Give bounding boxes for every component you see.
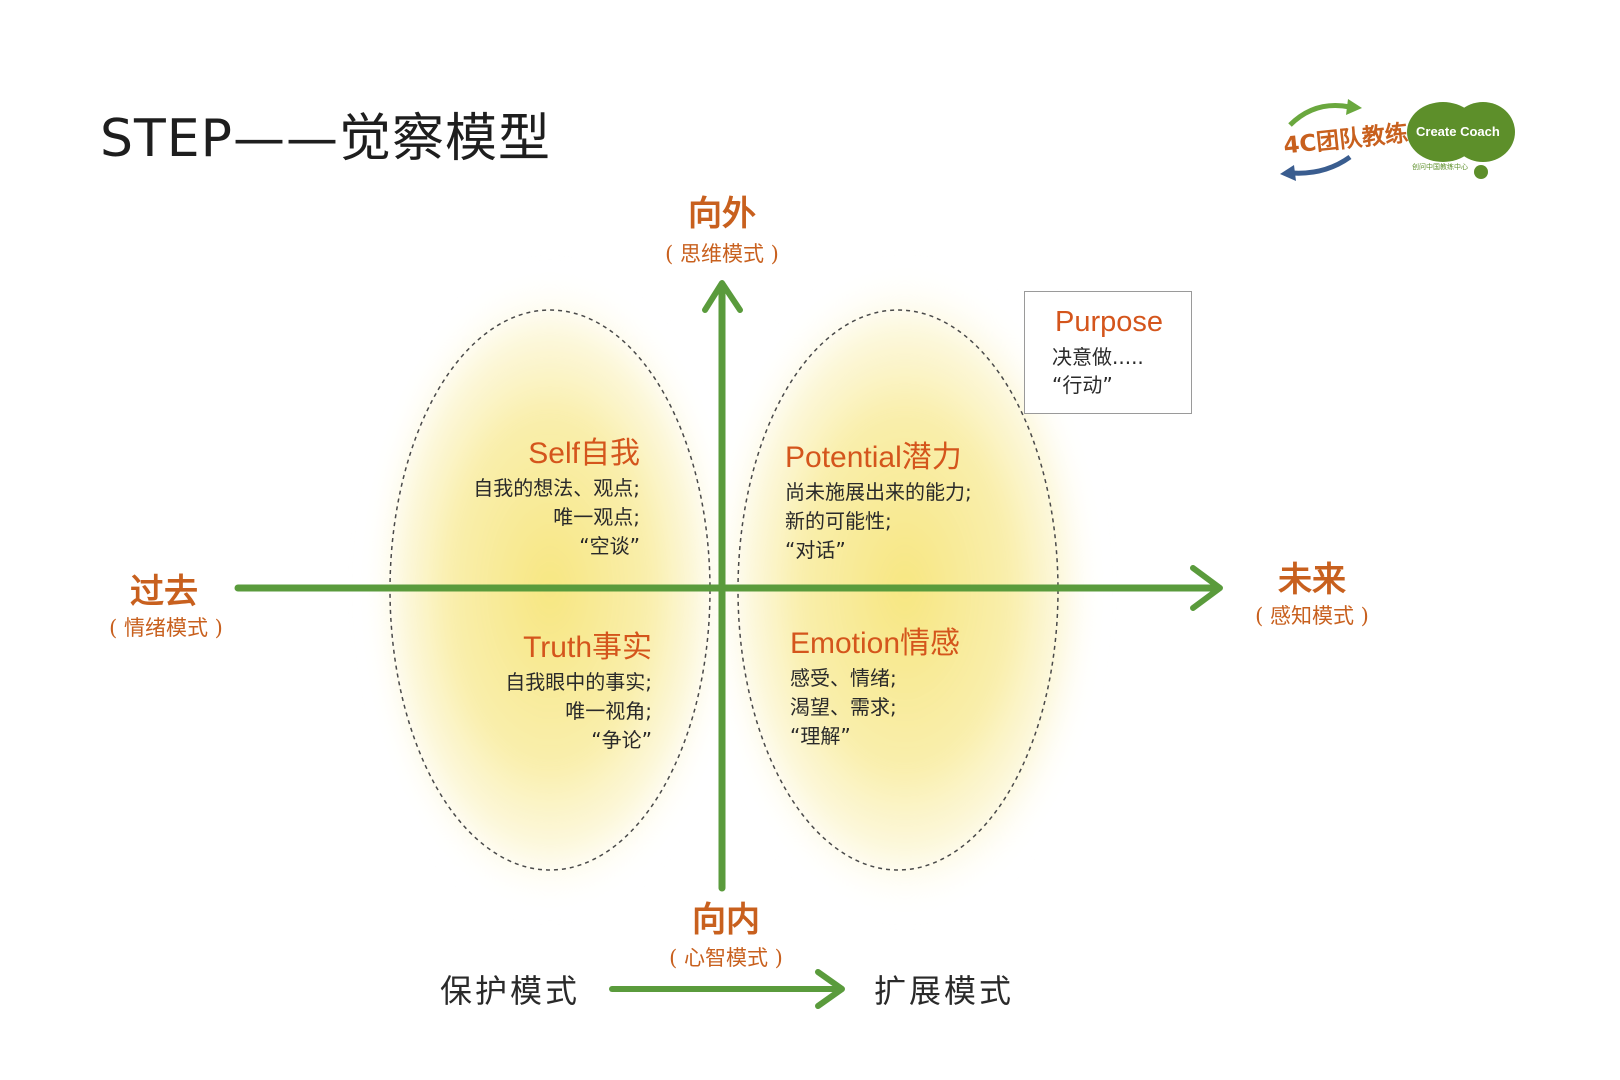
- quadrant-self: Self自我 自我的想法、观点; 唯一观点; “空谈”: [430, 428, 640, 561]
- axis-bottom-label: 向内: [692, 900, 760, 940]
- axis-top-label: 向外: [688, 194, 756, 234]
- quadrant-emotion-line-1: 感受、情绪;: [790, 666, 897, 690]
- up-arrowhead: [702, 280, 743, 313]
- quadrant-truth: Truth事实 自我眼中的事实; 唯一视角; “争论”: [440, 622, 652, 755]
- quadrant-emotion-line-2: 渴望、需求;: [790, 695, 897, 719]
- quadrant-emotion-title: Emotion情感: [790, 627, 961, 660]
- axis-bottom-sublabel: ( 心智模式 ): [669, 946, 783, 970]
- quadrant-truth-line-1: 自我眼中的事实;: [505, 670, 652, 694]
- mode-arrowhead: [815, 969, 845, 1009]
- create-coach-logo-text: Create Coach: [1416, 124, 1500, 139]
- quadrant-truth-line-3: “争论”: [591, 728, 652, 752]
- purpose-title: Purpose: [1055, 306, 1164, 338]
- create-coach-logo-subtitle: 创问中国教练中心: [1412, 163, 1468, 171]
- quadrant-potential-line-2: 新的可能性;: [785, 509, 892, 533]
- quadrant-potential-title: Potential潜力: [785, 441, 962, 474]
- axis-right-sublabel: ( 感知模式 ): [1255, 604, 1369, 628]
- quadrant-truth-title: Truth事实: [523, 631, 652, 664]
- quadrant-potential-line-1: 尚未施展出来的能力;: [785, 480, 972, 504]
- axis-left-sublabel: ( 情绪模式 ): [109, 616, 223, 640]
- create-coach-logo: [1407, 102, 1515, 179]
- quadrant-truth-line-2: 唯一视角;: [565, 699, 652, 723]
- purpose-box: [1024, 291, 1192, 414]
- quadrant-self-title: Self自我: [528, 437, 640, 470]
- purpose-line-2: “行动”: [1052, 373, 1113, 397]
- page-title: STEP——觉察模型: [100, 109, 551, 169]
- quadrant-emotion: Emotion情感 感受、情绪; 渴望、需求; “理解”: [790, 618, 960, 751]
- purpose-line-1: 决意做.....: [1052, 345, 1144, 369]
- axis-top-sublabel: ( 思维模式 ): [665, 242, 779, 266]
- quadrant-emotion-line-3: “理解”: [790, 724, 851, 748]
- mode-protect-label: 保护模式: [440, 972, 581, 1010]
- quadrant-self-line-2: 唯一观点;: [553, 505, 640, 529]
- quadrant-potential-line-3: “对话”: [785, 538, 846, 562]
- quadrant-potential: Potential潜力 尚未施展出来的能力; 新的可能性; “对话”: [785, 432, 972, 565]
- axis-right-label: 未来: [1278, 560, 1346, 600]
- quadrant-self-line-1: 自我的想法、观点;: [473, 476, 640, 500]
- axis-left-label: 过去: [130, 572, 198, 612]
- team-coach-logo: [1280, 99, 1362, 181]
- mode-expand-label: 扩展模式: [874, 972, 1015, 1010]
- right-arrowhead: [1190, 565, 1223, 611]
- quadrant-self-line-3: “空谈”: [579, 534, 640, 558]
